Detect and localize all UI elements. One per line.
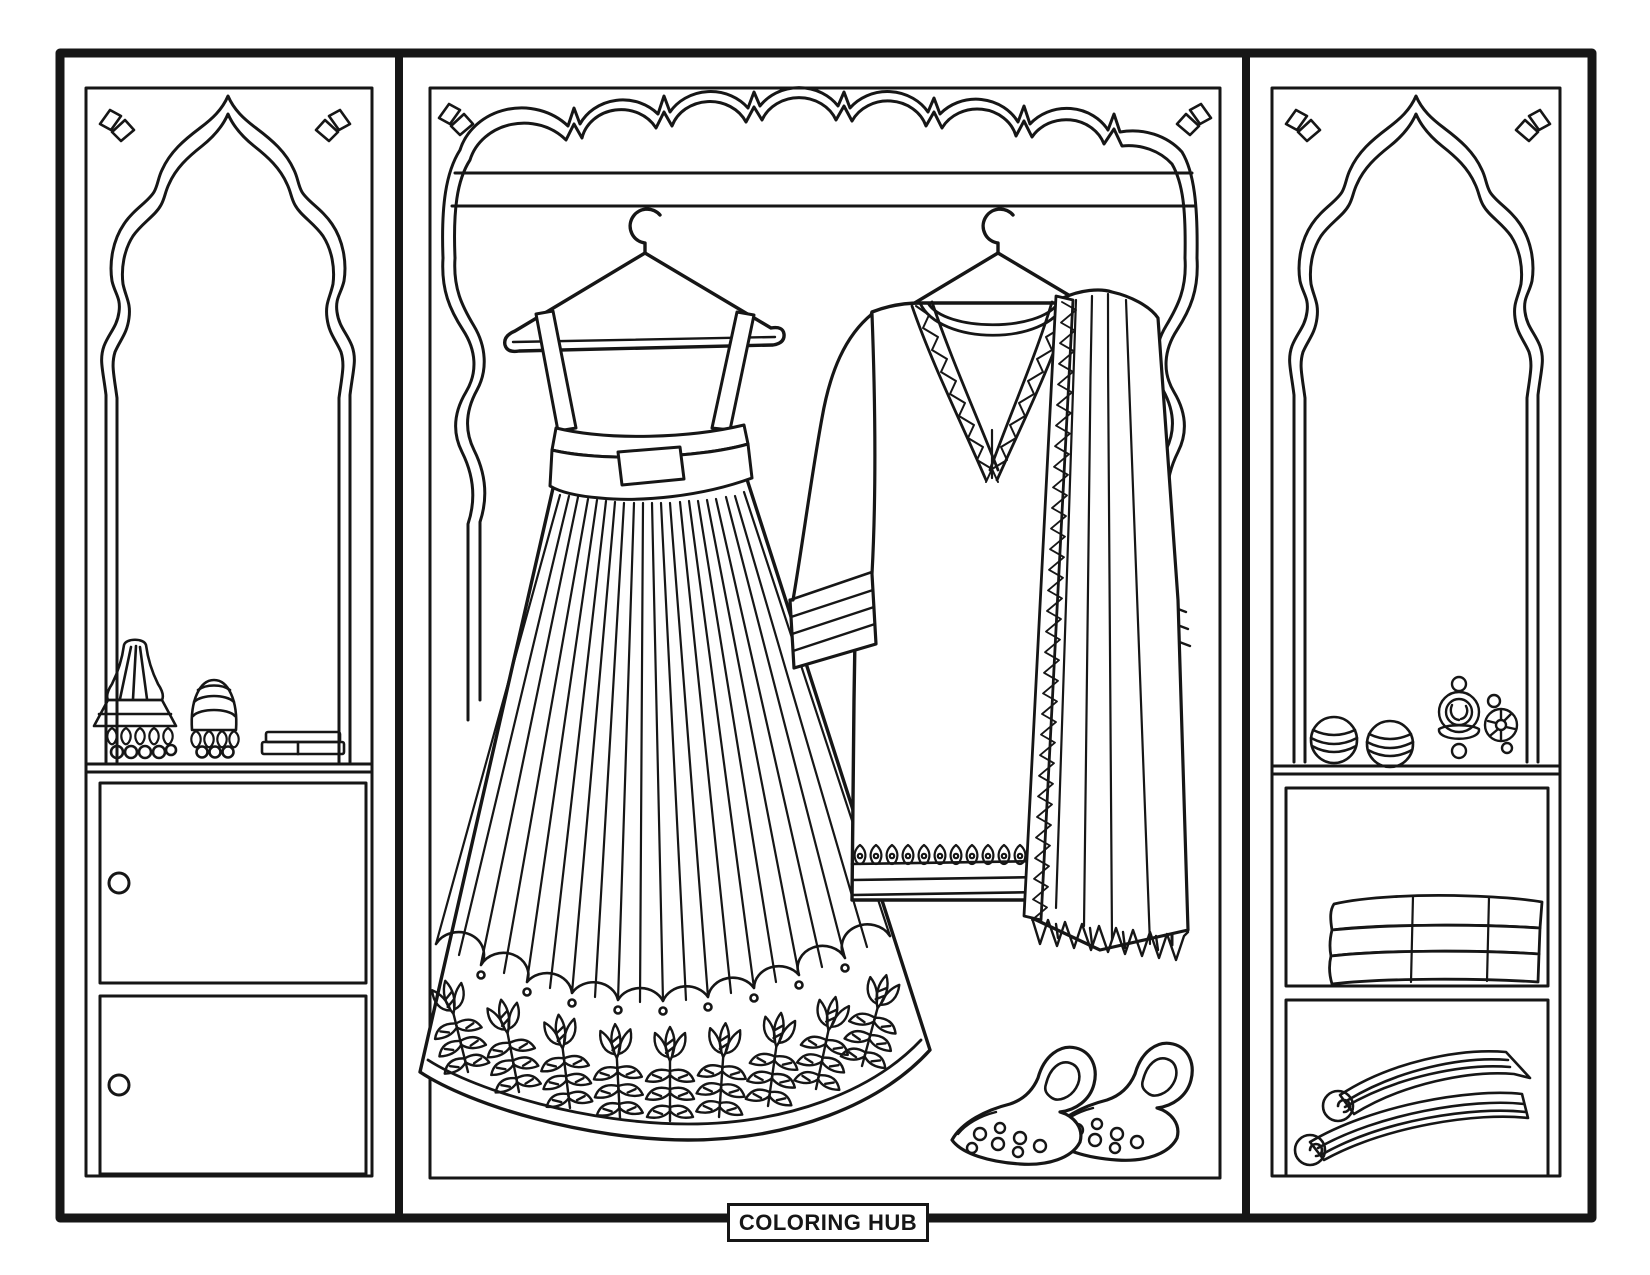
left-arch-niche [100, 94, 356, 764]
jewelry-box [260, 730, 346, 756]
diamond-leaf-icon [1175, 102, 1213, 137]
diamond-leaf-icon [1284, 108, 1322, 143]
diamond-leaf-icon [437, 102, 475, 137]
jutti-shoes [950, 1041, 1194, 1166]
dupatta-folds [1054, 292, 1152, 946]
lehenga-straps [534, 309, 756, 433]
drawer-bottom [98, 994, 368, 1176]
folded-towels [1328, 894, 1544, 986]
fabric-compartment [1284, 998, 1550, 1178]
kurta-left-sleeve [788, 312, 878, 670]
bangle-stacks [1309, 715, 1415, 769]
left-panel-frame [84, 86, 374, 1178]
right-arch-niche [1288, 94, 1544, 764]
drawer-knob [107, 871, 131, 895]
footer-brand-badge: COLORING HUB [727, 1203, 929, 1242]
hanging-rod [450, 171, 1197, 208]
jutti-left [950, 1045, 1097, 1166]
bangle-stack-tassels [190, 678, 240, 759]
right-panel [1270, 86, 1562, 1178]
footer-brand-label: COLORING HUB [738, 1209, 918, 1235]
lehenga-pleats [434, 490, 892, 1004]
dupatta [1022, 288, 1190, 962]
diamond-leaf-icon [314, 108, 352, 143]
dupatta-fringe [1030, 916, 1190, 962]
lehenga-waistband [548, 423, 754, 501]
tasseled-ornament [92, 638, 178, 760]
diamond-leaf-icon [98, 108, 136, 143]
lehenga [418, 309, 932, 1142]
lehenga-hem [426, 1038, 923, 1126]
jhumka-earrings [1437, 675, 1519, 760]
left-panel [84, 86, 374, 1178]
towel-compartment [1284, 786, 1550, 988]
drawer-top [98, 781, 368, 985]
kurta-hem [850, 843, 1046, 897]
diamond-leaf-icon [1514, 108, 1552, 143]
drawer-knob [107, 1073, 131, 1097]
dupatta-zigzag-band [1022, 294, 1077, 922]
rolled-fabrics [1293, 1050, 1532, 1167]
lehenga-border-scallops [434, 923, 892, 1016]
center-panel-frame [428, 86, 1222, 1180]
center-panel [418, 86, 1222, 1180]
